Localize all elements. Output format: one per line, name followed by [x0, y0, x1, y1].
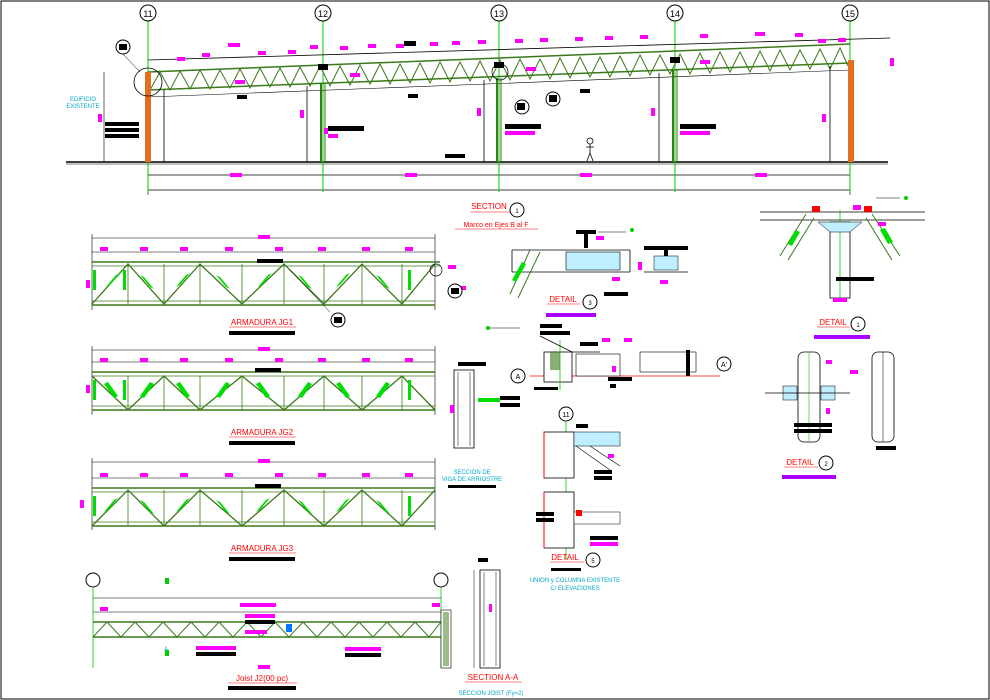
joist-j2: Joist J2(00 pc) — [85, 572, 452, 690]
detail-3: DETAIL 3 — [509, 228, 688, 317]
existing-column — [145, 72, 151, 162]
joist-small-marker: A — [164, 647, 168, 653]
beam-section: SECCION DE VIGA DE ARRIOSTRE — [442, 362, 520, 488]
axis-label: 14 — [670, 9, 680, 19]
truss-jg3: ARMADURA JG3 — [80, 458, 436, 561]
section-marker-a-label: A — [516, 374, 521, 381]
detail-1: DETAIL 1 — [760, 196, 925, 339]
detail-callout-circle — [133, 67, 163, 97]
truss-jg2-title: ARMADURA JG2 — [231, 428, 294, 437]
detail-2-number: 2 — [824, 462, 828, 468]
joist-title: Joist J2(00 pc) — [236, 674, 288, 683]
axis-bubble-11 — [139, 4, 157, 22]
sloped-roof-truss — [147, 37, 891, 98]
detail-5: 11 DETAIL 5 UNION y COLUMNA EXISTENTE C/… — [530, 406, 621, 592]
axis-label: 15 — [845, 9, 855, 19]
detail-5-title: DETAIL — [551, 553, 579, 562]
axis-bubble-13 — [490, 4, 508, 22]
section-number-bubble — [509, 202, 525, 218]
existing-building-label: EDIFICIO — [70, 97, 96, 103]
beam-section-note: VIGA DE ARRIOSTRE — [442, 477, 502, 483]
axis-bubble-15 — [841, 4, 859, 22]
truss-jg2: ARMADURA JG2 — [86, 346, 436, 445]
detail-5-number: 5 — [591, 559, 595, 565]
axis-grid: 11 12 13 14 15 — [139, 4, 859, 192]
section-marker-a-prime — [716, 356, 732, 372]
main-elevation: 11 12 13 14 15 — [66, 4, 894, 230]
axis-bubble-14 — [666, 4, 684, 22]
union-note: UNION y COLUMNA EXISTENTE — [530, 578, 620, 584]
detail-5-axis-label: 11 — [562, 412, 569, 419]
existing-building-label: EXISTENTE — [66, 104, 99, 110]
section-marker-a-prime-label: A' — [721, 362, 727, 369]
member-tags — [98, 32, 894, 177]
existing-column — [848, 60, 854, 162]
columns — [145, 57, 854, 162]
joist-axis-bubble — [85, 572, 101, 588]
detail-3-number: 3 — [588, 301, 592, 307]
section-marker-a — [510, 368, 526, 384]
axis-bubble-12 — [314, 4, 332, 22]
detail-connection: A A' — [486, 324, 732, 390]
axis-label: 12 — [318, 9, 328, 19]
beam-section-note: SECCION DE — [453, 470, 490, 476]
section-aa: SECTION A-A SECCION JOIST (Fy=2) — [458, 558, 524, 697]
truss-jg3-title: ARMADURA JG3 — [231, 544, 294, 553]
section-aa-title: SECTION A-A — [468, 673, 519, 682]
detail-1-title: DETAIL — [819, 318, 847, 327]
detail-2-title: DETAIL — [786, 458, 814, 467]
main-section-title: SECTION — [471, 202, 507, 211]
truss-jg1-title: ARMADURA JG1 — [231, 318, 294, 327]
section-aa-subtitle: SECCION JOIST (Fy=2) — [458, 691, 523, 697]
section-number: 1 — [515, 209, 519, 215]
detail-3-title: DETAIL — [549, 295, 577, 304]
detail-1-number: 1 — [856, 323, 860, 329]
scale-human-figure — [586, 137, 594, 162]
truss-jg1: ARMADURA JG1 — [86, 234, 466, 335]
main-section-subtitle: Marco en Ejes B al F — [464, 222, 529, 229]
joist-axis-bubble — [433, 572, 449, 588]
union-note: C/ ELEVACIONES — [550, 586, 600, 592]
detail-2: DETAIL 2 — [765, 351, 896, 479]
axis-label: 13 — [494, 9, 504, 19]
axis-label: 11 — [143, 9, 152, 19]
